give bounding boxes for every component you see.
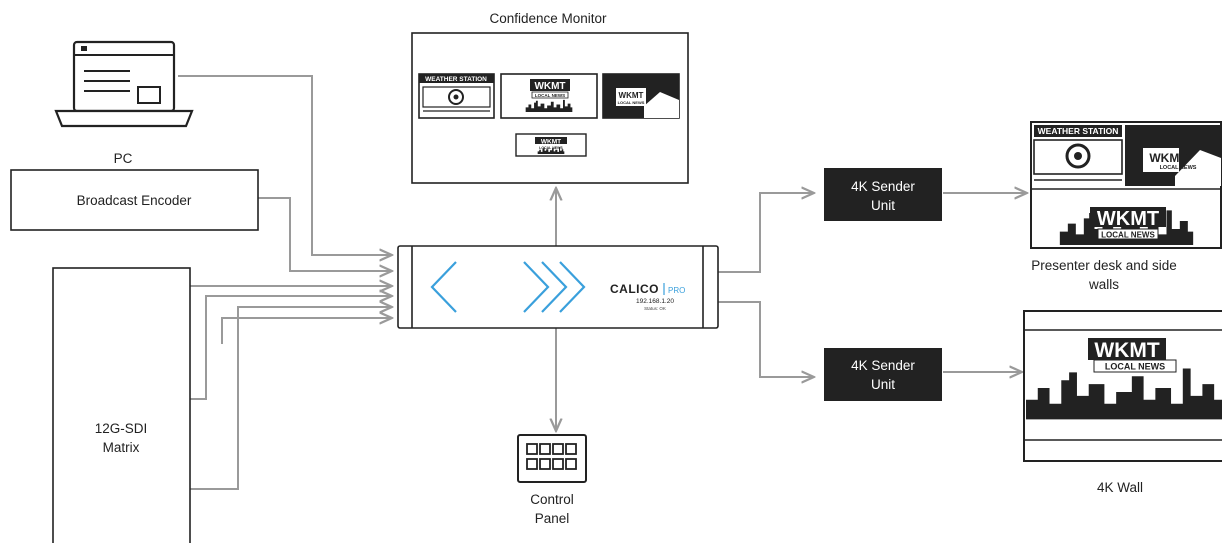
monitor-news-subtitle: LOCAL NEWS: [535, 93, 565, 98]
presenter-dark-subtitle: LOCAL NEWS: [1160, 165, 1197, 171]
sender-unit-1-box: [824, 168, 942, 221]
control-panel-label-line1: Control: [530, 492, 574, 507]
presenter-weather-title: WEATHER STATION: [1038, 126, 1119, 136]
calico-ip: 192.168.1.20: [636, 298, 674, 305]
wall-station: WKMT: [1094, 339, 1159, 362]
connector-lines: [178, 75, 1027, 490]
monitor-small-station: WKMT: [541, 139, 561, 146]
monitor-small-subtitle: LOCAL NEWS: [539, 146, 563, 150]
presenter-label-line1: Presenter desk and side: [1031, 258, 1177, 273]
control-panel-label-line2: Panel: [535, 511, 570, 526]
monitor-small-thumbnail: WKMT LOCAL NEWS: [515, 133, 587, 157]
pc-node: PC: [54, 40, 194, 166]
calico-edition: PRO: [668, 286, 685, 295]
monitor-dark-subtitle: LOCAL NEWS: [618, 100, 645, 105]
sender-unit-1-line2: Unit: [871, 198, 895, 213]
hurricane-icon: [1065, 143, 1091, 169]
chevron-triple-right-icon: [523, 261, 586, 313]
sdi-matrix-node: 12G-SDI Matrix: [52, 267, 191, 543]
matrix-to-calico-line-3: [190, 307, 392, 490]
calico-pro-unit: CALICO PRO 192.168.1.20 Status: OK: [397, 245, 719, 329]
pc-to-calico-line: [178, 75, 392, 255]
confidence-monitor-label: Confidence Monitor: [489, 11, 607, 26]
keypad-icon: [517, 434, 587, 483]
calico-status: Status: OK: [644, 306, 666, 311]
monitor-dark-thumbnail: WKMT LOCAL NEWS: [602, 73, 680, 119]
monitor-weather-title: WEATHER STATION: [425, 76, 487, 83]
broadcast-encoder-node: Broadcast Encoder: [10, 169, 259, 231]
hurricane-icon: [448, 89, 464, 105]
confidence-monitor-node: Confidence Monitor WEATHER STATION WKMT …: [411, 11, 689, 184]
sender-unit-1: 4K Sender Unit: [824, 168, 942, 221]
sdi-matrix-box: [52, 267, 191, 543]
laptop-icon: [54, 40, 194, 128]
matrix-to-calico-line-2: [190, 296, 392, 400]
sender-unit-2-box: [824, 348, 942, 401]
4k-wall-node: WKMT LOCAL NEWS 4K Wall: [1023, 310, 1222, 495]
presenter-display-node: WEATHER STATION WKMT LOCAL NEWS WKMT LOC…: [1030, 121, 1222, 292]
encoder-to-calico-line: [258, 197, 392, 271]
4k-wall-label: 4K Wall: [1097, 480, 1143, 495]
sender-unit-2-line1: 4K Sender: [851, 358, 915, 373]
wall-subtitle: LOCAL NEWS: [1105, 362, 1165, 372]
sender-unit-2-line2: Unit: [871, 377, 895, 392]
monitor-news-station: WKMT: [534, 81, 565, 92]
control-panel-node: Control Panel: [517, 434, 587, 526]
monitor-news-thumbnail: WKMT LOCAL NEWS: [500, 73, 598, 119]
presenter-wide-subtitle: LOCAL NEWS: [1101, 231, 1155, 240]
calico-to-sender2-line: [718, 301, 814, 377]
presenter-wide-station: WKMT: [1097, 208, 1159, 230]
sdi-matrix-label-line2: Matrix: [103, 440, 140, 455]
presenter-label-line2: walls: [1088, 277, 1119, 292]
presenter-dark-station: WKMT: [1149, 151, 1187, 165]
sender-unit-1-line1: 4K Sender: [851, 179, 915, 194]
chevron-left-icon: [430, 261, 457, 313]
monitor-weather-thumbnail: WEATHER STATION: [418, 73, 495, 119]
matrix-to-calico-line-5: [221, 318, 392, 344]
pc-label: PC: [114, 151, 133, 166]
monitor-dark-station: WKMT: [619, 91, 644, 100]
sdi-matrix-label-line1: 12G-SDI: [95, 421, 148, 436]
broadcast-encoder-label: Broadcast Encoder: [77, 193, 192, 208]
calico-to-sender1-line: [718, 193, 814, 273]
sender-unit-2: 4K Sender Unit: [824, 348, 942, 401]
calico-brand: CALICO: [610, 282, 659, 296]
calico-chassis: [397, 245, 719, 329]
broadcast-encoder-box: [10, 169, 259, 231]
